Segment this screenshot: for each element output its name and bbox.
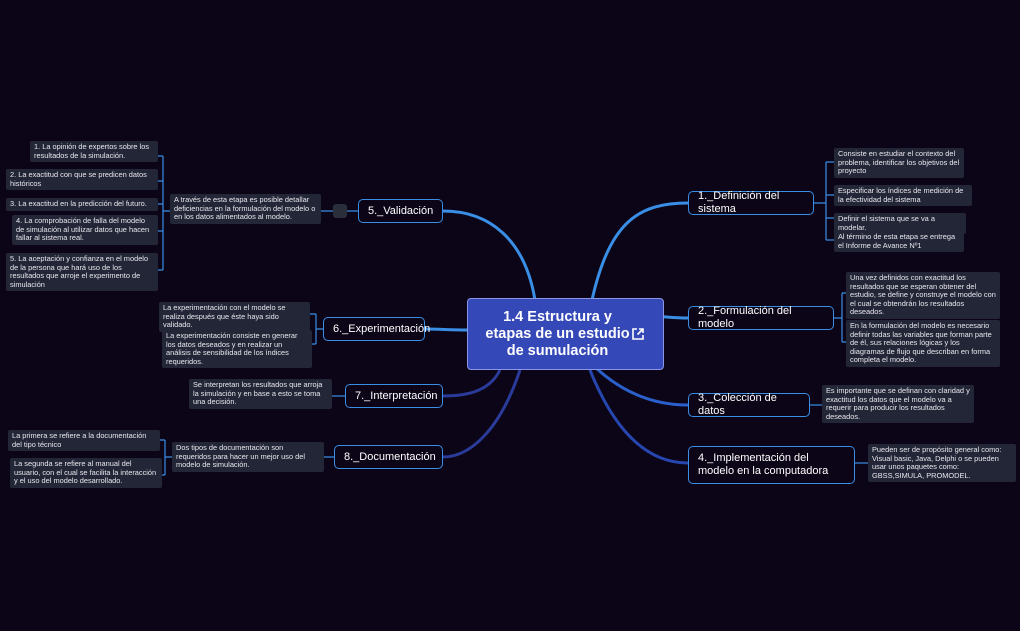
note-experimentacion-1[interactable]: La experimentación con el modelo se real… xyxy=(159,302,310,332)
note-documentacion-2[interactable]: La segunda se refiere al manual del usua… xyxy=(10,458,162,488)
branch-label: 3._Colección de datos xyxy=(698,392,777,417)
note-validacion-4[interactable]: 4. La comprobación de falla del modelo d… xyxy=(12,215,158,245)
note-validacion-1[interactable]: 1. La opinión de expertos sobre los resu… xyxy=(30,141,158,163)
note-definicion-4[interactable]: Al término de esta etapa se entrega el I… xyxy=(834,231,964,253)
note-definicion-3[interactable]: Definir el sistema que se va a modelar. xyxy=(834,213,966,235)
note-coleccion-1[interactable]: Es importante que se definan con clarida… xyxy=(822,385,974,424)
note-validacion-summary[interactable]: A través de esta etapa es posible detall… xyxy=(170,194,321,224)
note-interpretacion-1[interactable]: Se interpretan los resultados que arroja… xyxy=(189,379,332,409)
branch-validacion[interactable]: 5._Validación xyxy=(358,199,443,223)
branch-label: 2._Formulación del modelo xyxy=(698,305,792,330)
branch-label: 8._Documentación xyxy=(344,450,436,463)
note-definicion-2[interactable]: Especificar los índices de medición de l… xyxy=(834,185,972,207)
note-documentacion-1[interactable]: La primera se refiere a la documentación… xyxy=(8,430,160,452)
note-formulacion-2[interactable]: En la formulación del modelo es necesari… xyxy=(846,320,1000,367)
branch-label: 4._Implementación del modelo en la compu… xyxy=(698,452,829,477)
note-definicion-1[interactable]: Consiste en estudiar el contexto del pro… xyxy=(834,148,964,178)
branch-definicion-sistema[interactable]: 1._Definición del sistema xyxy=(688,190,814,215)
note-documentacion-summary[interactable]: Dos tipos de documentación son requerido… xyxy=(172,442,324,472)
note-validacion-2[interactable]: 2. La exactitud con que se predicen dato… xyxy=(6,169,158,191)
branch-documentacion[interactable]: 8._Documentación xyxy=(334,445,443,469)
branch-coleccion-datos[interactable]: 3._Colección de datos xyxy=(688,392,810,417)
branch-experimentacion[interactable]: 6._Experimentación xyxy=(323,317,430,341)
central-topic[interactable]: 1.4 Estructura y etapas de un estudio de… xyxy=(467,298,664,370)
note-experimentacion-2[interactable]: La experimentación consiste en generar l… xyxy=(162,330,312,369)
branch-label: 6._Experimentación xyxy=(333,322,431,335)
central-topic-title: 1.4 Estructura y etapas de un estudio de… xyxy=(485,308,630,359)
branch-formulacion-modelo[interactable]: 2._Formulación del modelo xyxy=(688,305,834,330)
collapse-handle[interactable] xyxy=(333,204,347,218)
note-validacion-3[interactable]: 3. La exactitud en la predicción del fut… xyxy=(6,198,158,211)
note-formulacion-1[interactable]: Una vez definidos con exactitud los resu… xyxy=(846,272,1000,319)
branch-label: 7._Interpretación xyxy=(355,389,438,402)
branch-implementacion-modelo[interactable]: 4._Implementación del modelo en la compu… xyxy=(688,446,855,484)
branch-interpretacion[interactable]: 7._Interpretación xyxy=(345,384,443,408)
note-validacion-5[interactable]: 5. La aceptación y confianza en el model… xyxy=(6,253,158,292)
note-implementacion-1[interactable]: Pueden ser de propósito general como: Vi… xyxy=(868,444,1016,483)
external-link-icon[interactable] xyxy=(631,327,645,341)
branch-label: 5._Validación xyxy=(368,204,434,217)
branch-label: 1._Definición del sistema xyxy=(698,190,780,215)
